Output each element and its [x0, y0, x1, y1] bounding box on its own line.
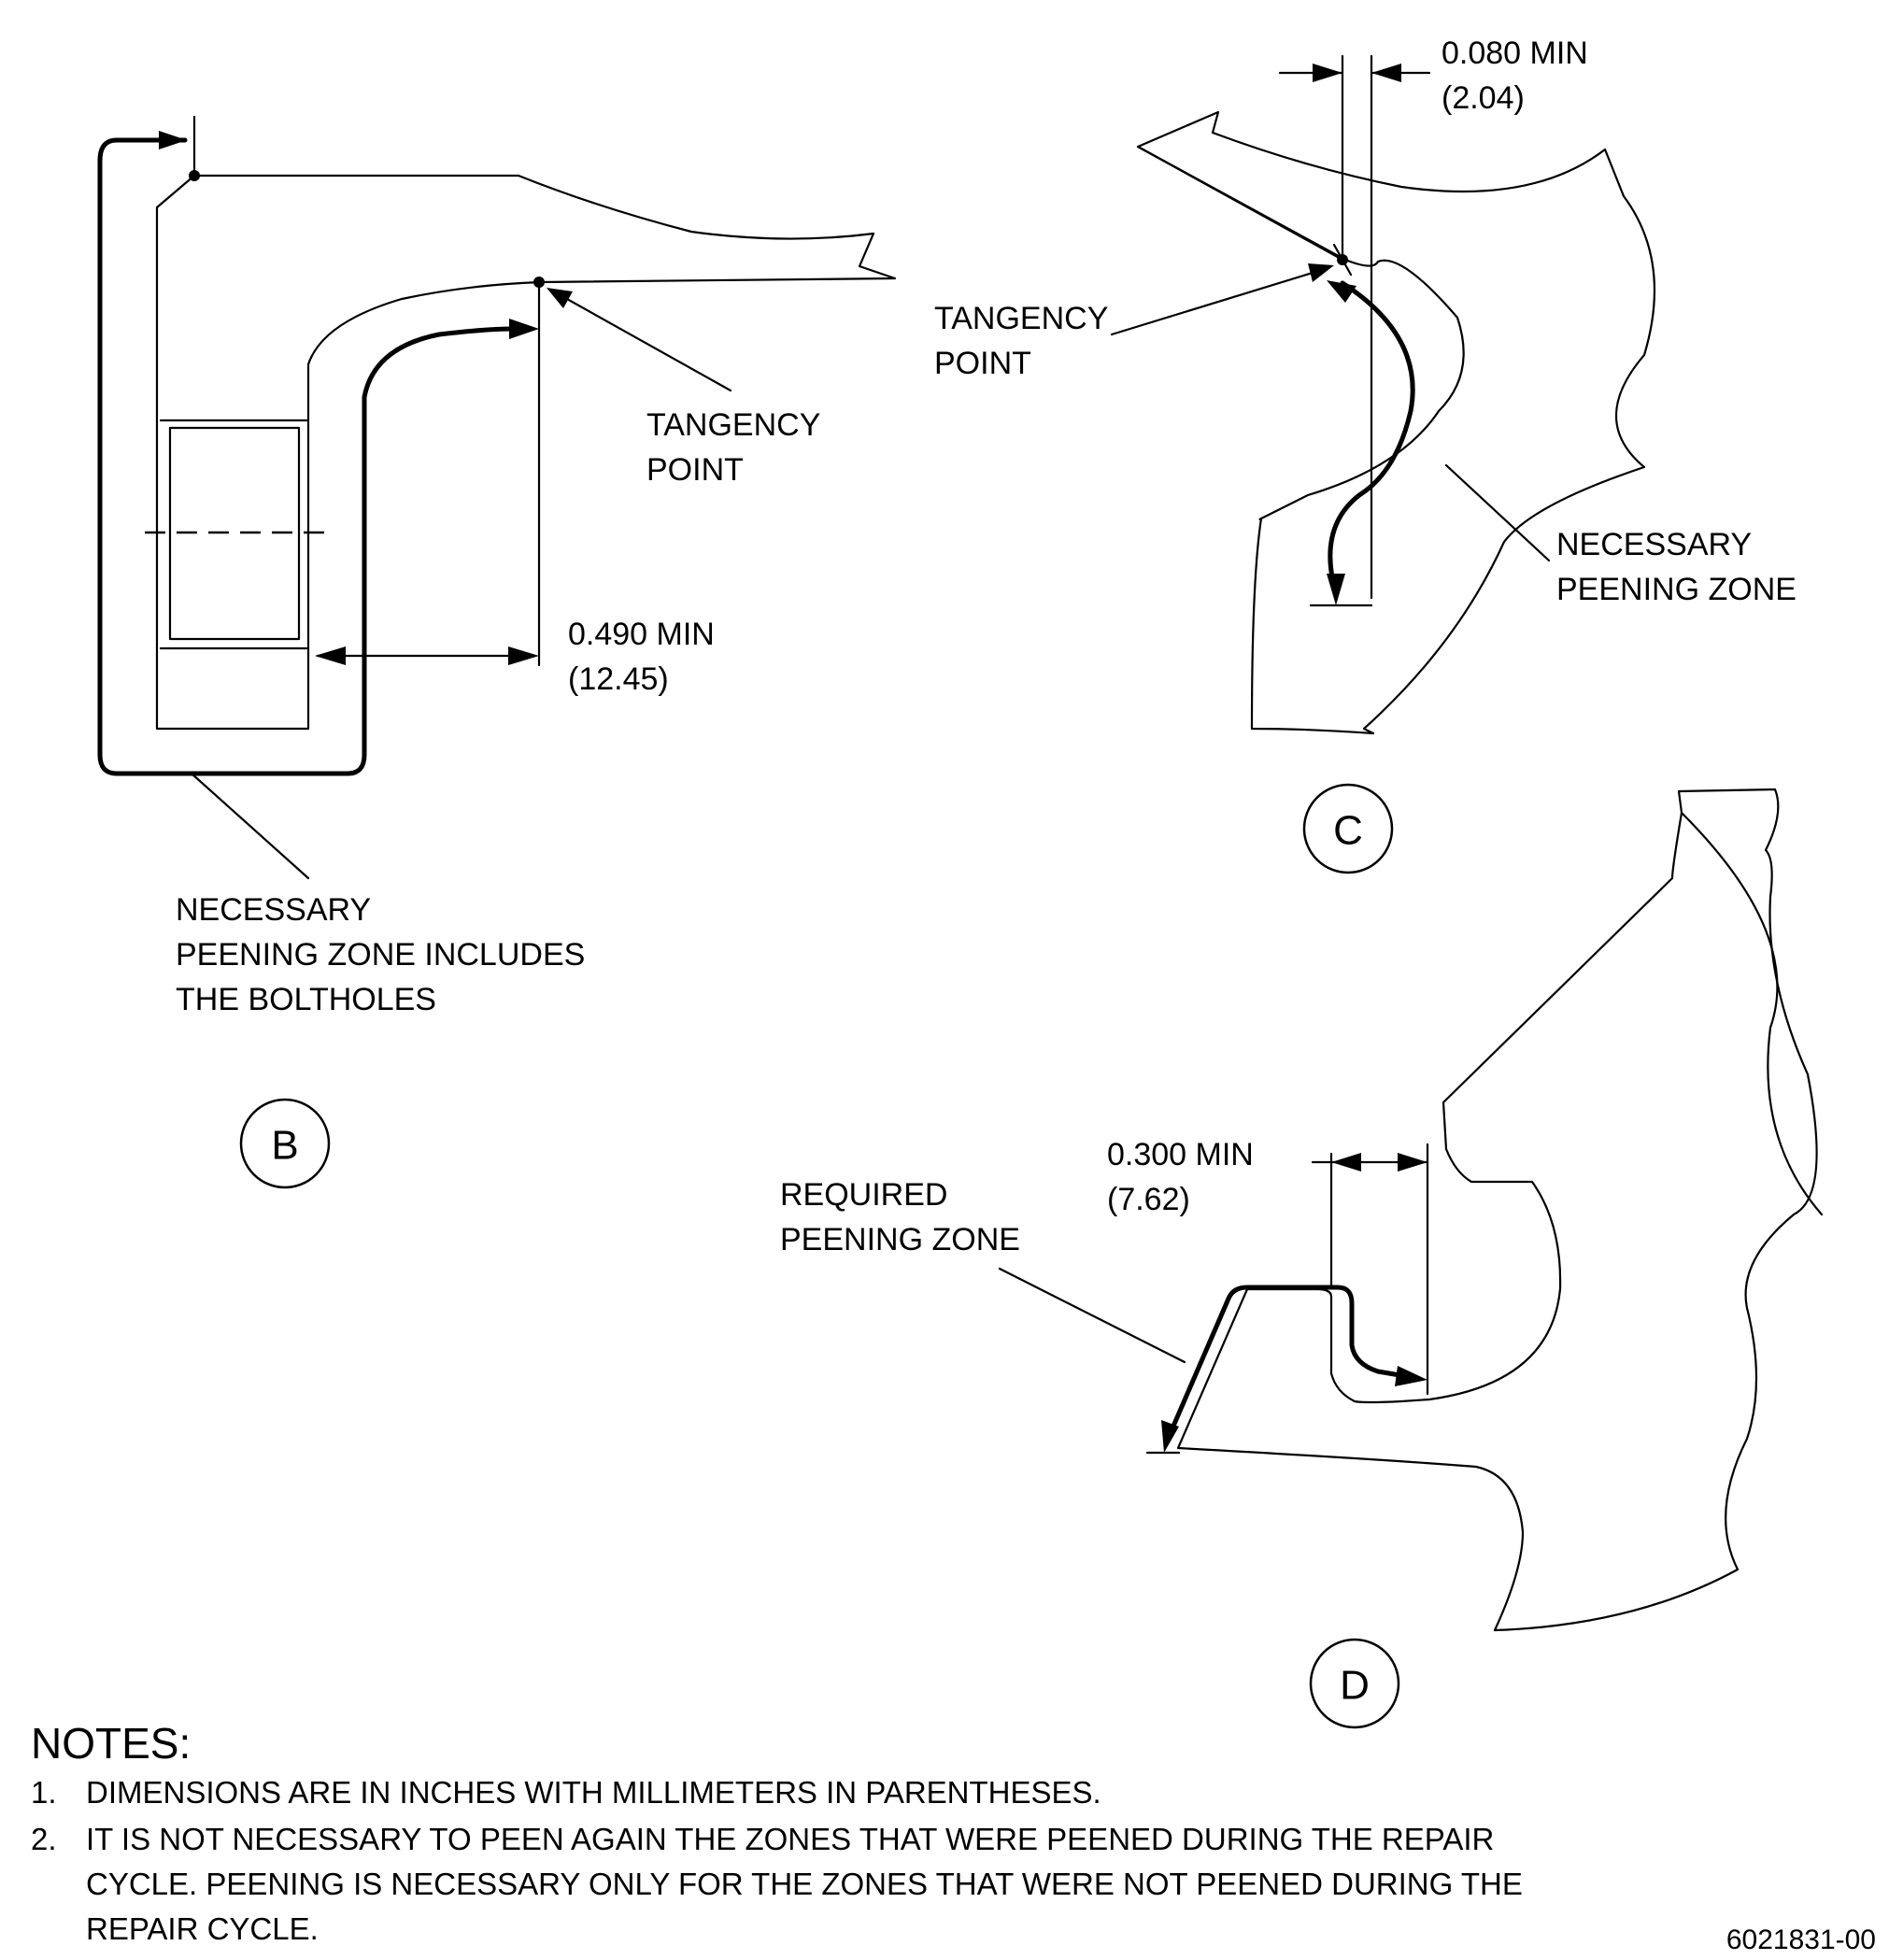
- view-b-edge-point: [189, 170, 200, 181]
- view-b-tangency-label-1: TANGENCY: [646, 407, 820, 443]
- view-b-dim-arrow-left: [315, 646, 346, 665]
- view-b-zone-label-3: THE BOLTHOLES: [176, 982, 436, 1017]
- view-d-callout-letter: D: [1340, 1663, 1370, 1709]
- view-d-arrowhead-end: [1395, 1366, 1427, 1386]
- view-c-callout-letter: C: [1333, 808, 1363, 854]
- view-d-dim-arrow-left: [1331, 1153, 1361, 1172]
- view-d: 0.300 MIN (7.62) REQUIRED PEENING ZONE D: [780, 788, 1824, 1729]
- view-b-bolthole: [159, 419, 308, 650]
- note-2-line-3: REPAIR CYCLE.: [86, 1911, 319, 1946]
- view-d-dimension-inch: 0.300 MIN: [1107, 1137, 1254, 1172]
- view-c-dimension-inch: 0.080 MIN: [1442, 36, 1588, 71]
- view-b-tangency-leader: [557, 292, 732, 392]
- view-c-zone-leader: [1444, 463, 1551, 562]
- view-c-arrowhead-bottom: [1327, 574, 1345, 605]
- view-b-callout-circle: [239, 1098, 331, 1189]
- figure-number: 6021831-00: [1726, 1924, 1876, 1955]
- note-1-line-1: DIMENSIONS ARE IN INCHES WITH MILLIMETER…: [86, 1775, 1101, 1810]
- view-c-tangency-arrowhead: [1308, 263, 1334, 282]
- view-d-peening-zone-line: [1163, 1285, 1413, 1446]
- view-d-arrowhead-bottom: [1161, 1420, 1179, 1453]
- view-c-tangency-label-2: POINT: [934, 346, 1031, 381]
- view-d-zone-label-1: REQUIRED: [780, 1177, 947, 1213]
- view-c-arrowhead-top: [1327, 280, 1356, 303]
- view-d-dim-arrow-right: [1398, 1153, 1427, 1172]
- view-b-peening-zone-line: [97, 137, 517, 776]
- note-2-line-1: IT IS NOT NECESSARY TO PEEN AGAIN THE ZO…: [86, 1822, 1494, 1856]
- notes-block: NOTES: 1. DIMENSIONS ARE IN INCHES WITH …: [31, 1719, 1523, 1946]
- view-c-peening-zone-line: [1328, 280, 1415, 596]
- view-c-tangency-label-1: TANGENCY: [934, 301, 1108, 336]
- view-b-dim-arrow-right: [508, 646, 539, 665]
- note-2-number: 2.: [31, 1822, 57, 1856]
- view-b-zone-label-2: PEENING ZONE INCLUDES: [176, 937, 585, 973]
- view-b-callout-letter: B: [271, 1123, 298, 1169]
- view-d-callout-circle: [1309, 1638, 1400, 1729]
- view-c-dim-arrow-right: [1371, 64, 1401, 82]
- view-c-part-outline: [1136, 110, 1656, 735]
- view-b-zone-leader: [190, 772, 310, 880]
- view-b-tangency-arrowhead: [547, 288, 573, 308]
- view-d-dimension-mm: (7.62): [1107, 1182, 1190, 1217]
- view-c-dim-arrow-left: [1313, 64, 1342, 82]
- view-b-tangency-point: [533, 277, 545, 288]
- view-b-zone-label-1: NECESSARY: [176, 892, 371, 928]
- view-d-zone-leader: [998, 1267, 1186, 1364]
- view-c-zone-label-2: PEENING ZONE: [1556, 572, 1797, 607]
- view-b: TANGENCY POINT 0.490 MIN (12.45) NECESSA…: [97, 115, 897, 1189]
- view-c-edge-line: [1136, 145, 1344, 262]
- view-d-zone-label-2: PEENING ZONE: [780, 1222, 1020, 1257]
- view-b-tangency-label-2: POINT: [646, 452, 744, 488]
- view-b-arrowhead-top: [159, 131, 187, 149]
- view-d-part-outline: [1176, 788, 1818, 1632]
- view-b-part-outline: [155, 174, 897, 731]
- view-b-dimension-mm: (12.45): [568, 661, 669, 697]
- view-c-dimension-mm: (2.04): [1442, 80, 1525, 116]
- notes-title: NOTES:: [31, 1719, 191, 1768]
- view-d-right-edge: [1680, 811, 1824, 1216]
- note-1-number: 1.: [31, 1775, 57, 1810]
- view-c-tangency-leader: [1110, 267, 1327, 336]
- view-b-dimension-inch: 0.490 MIN: [568, 617, 715, 652]
- note-2-line-2: CYCLE. PEENING IS NECESSARY ONLY FOR THE…: [86, 1867, 1523, 1901]
- view-c: TANGENCY POINT 0.080 MIN (2.04) NECESSAR…: [934, 36, 1797, 874]
- view-c-zone-label-1: NECESSARY: [1556, 527, 1752, 562]
- view-c-callout-circle: [1302, 783, 1394, 874]
- view-b-arrowhead-zone-end: [509, 319, 539, 339]
